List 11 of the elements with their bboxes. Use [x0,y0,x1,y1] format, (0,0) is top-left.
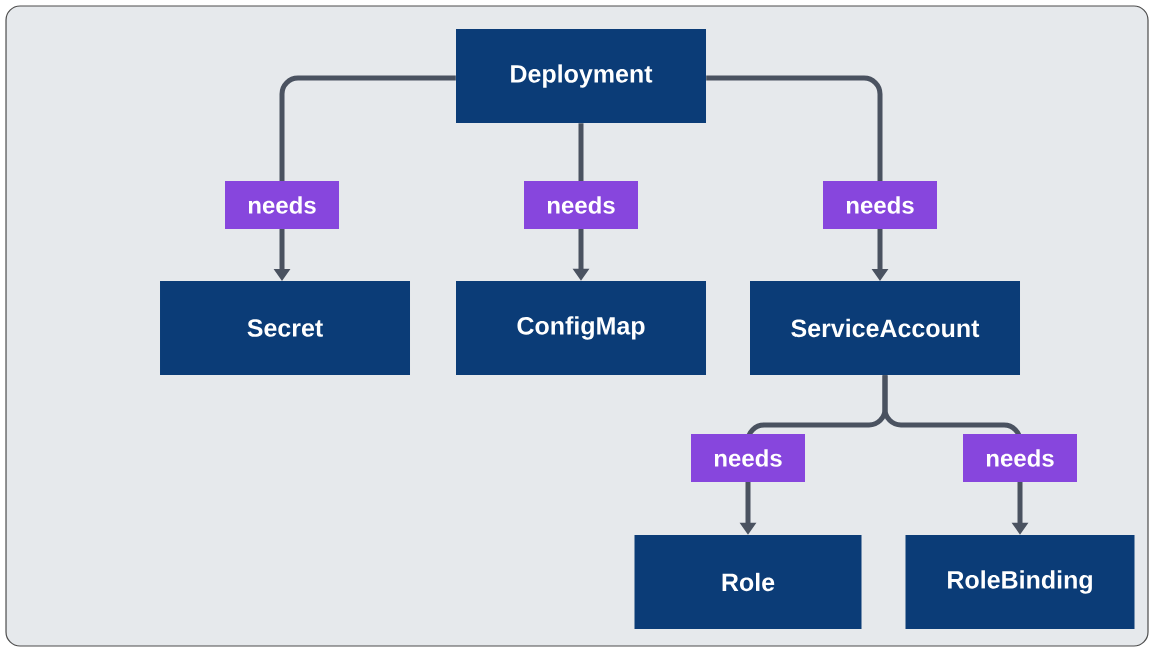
edge-label: needs [963,434,1077,482]
edge-label: needs [524,181,638,229]
process-box: Secret [160,281,410,375]
edge-label: needs [225,181,339,229]
edge-label: needs [823,181,937,229]
process-box: Deployment [456,29,706,123]
process-box: ServiceAccount [750,281,1020,375]
process-box: ConfigMap [456,281,706,375]
process-box: Role [634,535,862,629]
process-box: RoleBinding [905,535,1135,629]
edge-label: needs [691,434,805,482]
